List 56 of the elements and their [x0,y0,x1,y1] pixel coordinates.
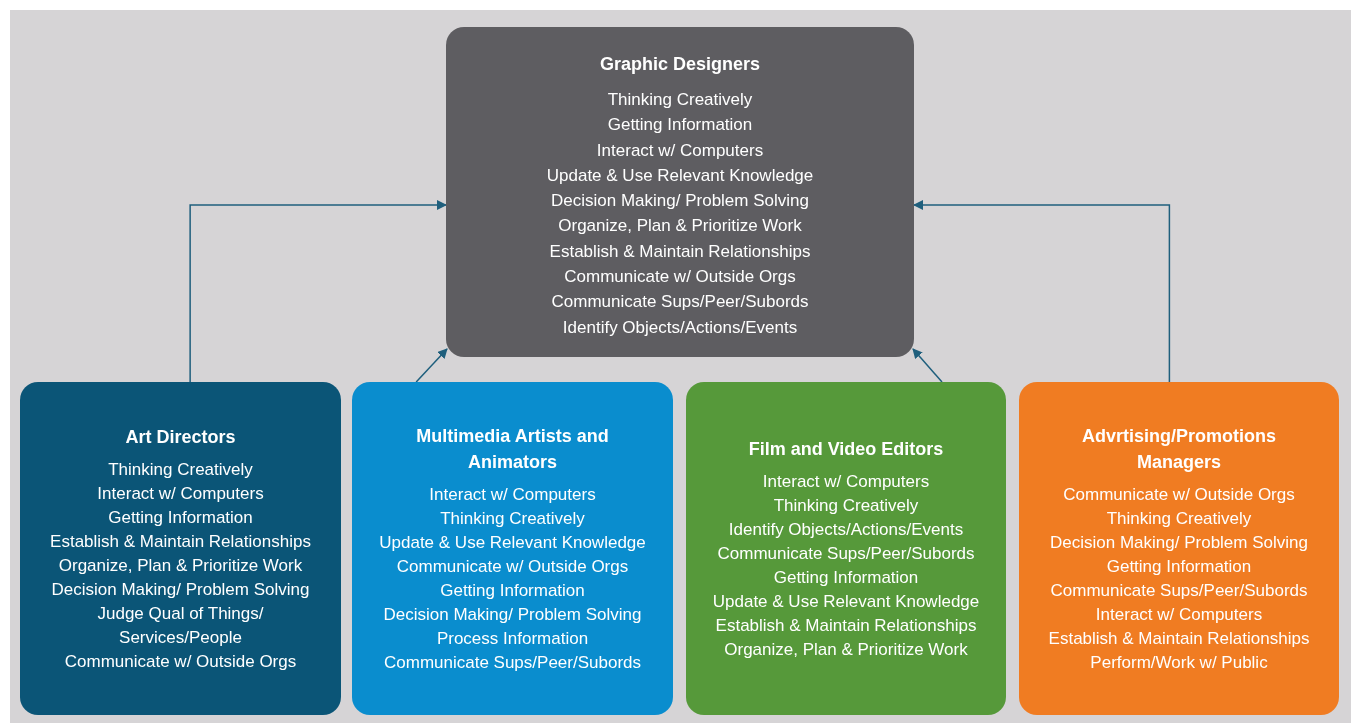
skill-card [1019,382,1339,715]
card-title: Art Directors [125,425,236,449]
skill-item: Thinking Creatively [607,89,753,111]
skill-item: Establish & Maintain Relationships [549,240,811,263]
skill-item: Decision Making/ Problem Solving [551,190,809,213]
skill-item: Decision Making/ Problem Solving [51,578,310,601]
skill-item: Communicate Sups/Peer/Subords [717,542,975,565]
skill-item: Communicate w/ Outside Orgs [564,266,796,289]
skill-card [352,382,673,715]
skill-item: Organize, Plan & Prioritize Work [58,554,303,577]
skill-item: Update & Use Relevant Knowledge [379,531,646,554]
skill-item: Communicate Sups/Peer/Subords [551,291,809,314]
skill-item: Decision Making/ Problem Solving [1050,531,1308,554]
skill-item: Thinking Creatively [773,494,919,517]
skill-item: Getting Information [108,506,253,529]
skill-item: Thinking Creatively [1106,507,1252,530]
skill-item: Communicate w/ Outside Orgs [64,650,297,673]
skill-item: Update & Use Relevant Knowledge [712,590,980,613]
arrow [913,200,1171,383]
skill-item: Establish & Maintain Relationships [1048,627,1310,650]
arrow [189,200,447,383]
skill-item: Communicate Sups/Peer/Subords [384,651,641,674]
skill-item: Organize, Plan & Prioritize Work [558,215,802,238]
skill-item: Getting Information [773,566,919,589]
skill-item: Perform/Work w/ Public [1090,651,1268,674]
skill-card [686,382,1006,715]
skill-item: Establish & Maintain Relationships [50,530,311,553]
skill-item: Identify Objects/Actions/Events [728,518,964,541]
skill-item: Interact w/ Computers [762,470,930,493]
arrow [415,348,448,383]
skill-item: Communicate w/ Outside Orgs [396,555,629,578]
skill-item: Identify Objects/Actions/Events [562,316,798,339]
card-title: Film and Video Editors [748,437,944,461]
skill-item: Getting Information [440,579,585,602]
skill-item: Organize, Plan & Prioritize Work [724,638,968,661]
skill-item: Thinking Creatively [108,458,253,481]
skill-item: Interact w/ Computers [429,483,596,506]
skill-item: Decision Making/ Problem Solving [383,603,642,626]
skill-item: Getting Information [1106,555,1252,578]
skill-item: Interact w/ Computers [1095,603,1263,626]
skill-item: Getting Information [607,114,753,137]
card-title: Advrtising/Promotions Managers [1081,424,1277,474]
skill-card [20,382,341,715]
skill-item: Communicate Sups/Peer/Subords [1050,579,1308,602]
skill-item: Process Information [436,627,589,650]
skill-item: Thinking Creatively [440,507,585,530]
card-title: Graphic Designers [599,53,761,76]
card-title: Multimedia Artists and Animators [415,424,610,474]
skill-item: Judge Qual of Things/ Services/People [96,602,265,649]
skill-card [446,27,914,357]
skill-item: Interact w/ Computers [596,139,764,162]
skill-item: Establish & Maintain Relationships [715,614,977,637]
skill-item: Interact w/ Computers [97,482,264,505]
skill-item: Update & Use Relevant Knowledge [546,164,814,187]
arrow [912,348,943,383]
skill-item: Communicate w/ Outside Orgs [1063,483,1295,506]
